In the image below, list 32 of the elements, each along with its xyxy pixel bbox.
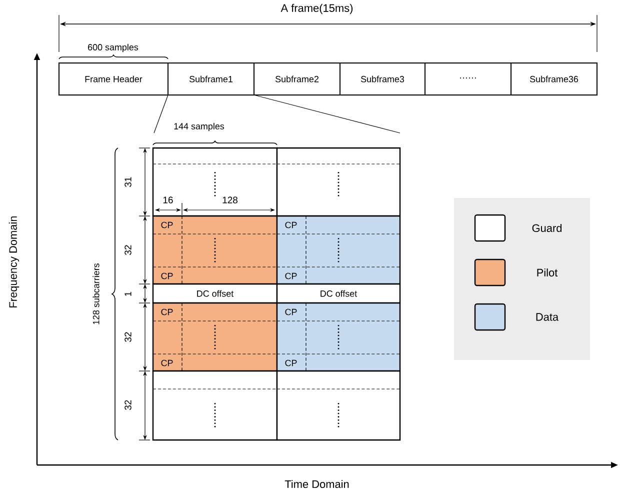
sample-count-label: 600 samples [88,44,138,52]
axis-label: Time Domain [284,480,349,488]
guard-cell [152,370,278,441]
data-cell: CP CP [276,215,401,285]
guard-cell [152,147,278,217]
legend-label: Guard [532,224,562,232]
axis-label: 128 subcarriers [92,263,100,324]
frame-length-label: A frame(15ms) [280,4,353,14]
guard-cell [276,370,401,441]
dimension-label: 16 [163,196,173,204]
dimension-label: 128 [222,196,238,204]
frame-box: Frame Header [58,62,168,96]
dimension-label: 32 [124,400,132,410]
legend-label: Data [536,313,559,321]
dimension-label: 32 [124,245,132,255]
data-cell: CP CP [276,302,401,372]
frame-box: Subframe1 [168,62,254,96]
dc-offset-cell: DC offset [276,283,401,304]
frame-box: ······ [424,62,512,96]
sample-count-label: 144 samples [174,122,224,132]
guard-cell [276,147,401,217]
dimension-label: 1 [124,292,132,296]
dimension-label: 31 [124,177,132,187]
frame-box: Subframe3 [340,62,426,96]
pilot-cell: CP CP [152,215,278,285]
legend-label: Pilot [537,268,558,277]
axis-label: Frequency Domain [8,216,20,308]
dimension-label: 32 [124,332,132,342]
frame-box: Subframe2 [254,62,340,96]
frame-box: Subframe36 [510,62,598,96]
pilot-cell: CP CP [152,302,278,372]
dc-offset-cell: DC offset [152,283,278,304]
